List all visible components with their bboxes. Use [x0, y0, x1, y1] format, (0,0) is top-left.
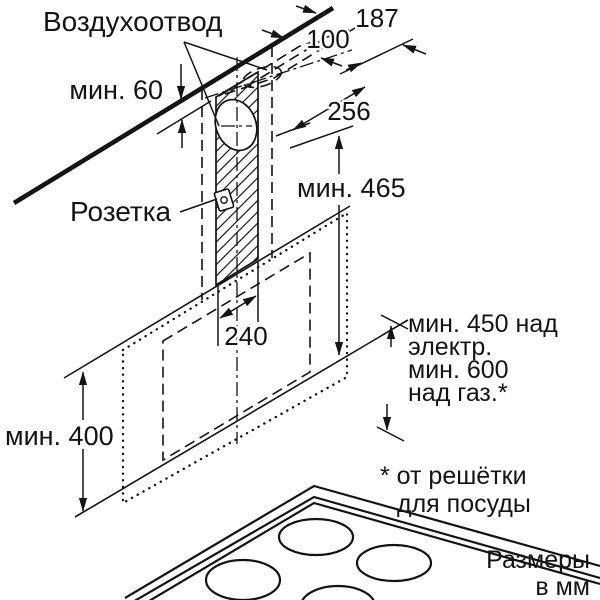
chimney-mounting-panel	[201, 46, 273, 444]
clearance-note-line: электр.	[408, 333, 492, 361]
units-note-line: в мм	[535, 573, 590, 600]
dim100-inner-arrow	[320, 57, 343, 67]
ceiling-duct-hole	[241, 65, 283, 89]
min60-label: мин. 60	[69, 75, 163, 105]
dim187-outer-arrow	[402, 44, 427, 55]
hood-bottom-edge-line	[74, 319, 409, 518]
dim187-mid-arrow	[345, 62, 362, 73]
units-note-line: Размеры	[486, 546, 590, 574]
dim187-wall-arrow	[295, 4, 317, 14]
burner	[277, 517, 355, 557]
burner	[204, 558, 282, 600]
duct-leader-2	[183, 41, 268, 71]
hood-top-edge-line	[63, 205, 351, 379]
clearance-note-line: мин. 600	[408, 356, 509, 384]
socket-leader	[179, 198, 218, 213]
dim240-line	[219, 295, 257, 319]
min60-ref-line	[156, 100, 212, 135]
burner	[355, 543, 433, 583]
duct-leader-1	[183, 41, 220, 127]
leader-lines	[179, 41, 268, 213]
clearance-top-tick	[380, 314, 409, 330]
wall-duct-hole	[214, 98, 258, 152]
footnote-line: для посуды	[397, 490, 531, 518]
clearance-note-line: над газ.*	[408, 379, 508, 407]
dim187-extension-line	[339, 38, 414, 75]
cooktop	[124, 484, 600, 600]
clearance-note-line: мин. 450 над	[408, 310, 558, 338]
footnote-line: * от решётки	[380, 462, 527, 490]
power-socket	[213, 188, 235, 212]
hood-back-outline	[162, 251, 311, 462]
dim100-label: 100	[306, 24, 349, 54]
min465-label: мин. 465	[297, 173, 406, 203]
dim256-extension-line	[275, 122, 311, 137]
min465-ref-line	[289, 125, 354, 149]
dim187-label: 187	[355, 3, 398, 33]
socket-label: Розетка	[70, 196, 172, 227]
hood-outlines	[63, 205, 409, 518]
dim240-label: 240	[224, 321, 267, 351]
units-note: Размеры в мм	[486, 546, 590, 600]
ceiling-line	[12, 6, 335, 205]
text-labels: Воздухоотвод мин. 60 Розетка 100 187 256…	[3, 1, 591, 600]
dim100-wall-arrow	[261, 29, 285, 39]
burner	[301, 584, 375, 600]
dimension-graphics	[78, 4, 427, 512]
clearance-note: мин. 450 над электр. мин. 600 над газ.*	[408, 310, 558, 407]
dim256-label: 256	[327, 96, 370, 126]
clearance-bottom-tick	[376, 426, 405, 442]
dim256-line	[292, 86, 366, 131]
footnote: * от решётки для посуды	[380, 462, 531, 518]
min400-label: мин. 400	[5, 421, 114, 451]
duct-label: Воздухоотвод	[43, 6, 222, 37]
